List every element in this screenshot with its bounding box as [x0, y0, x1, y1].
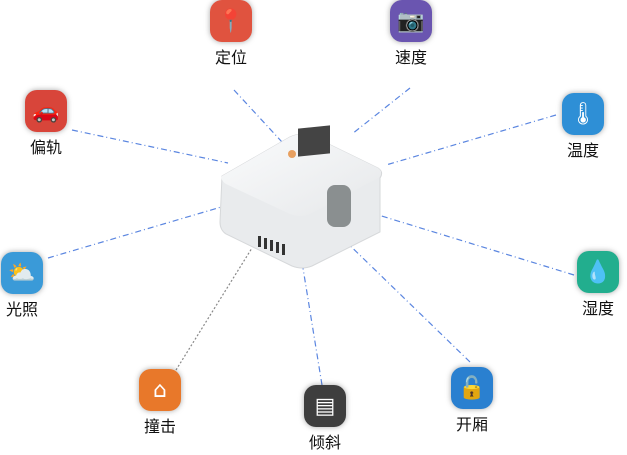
- node-label: 光照: [5, 300, 38, 319]
- line-guangzhao: [47, 204, 229, 259]
- line-kaixiang: [335, 231, 471, 363]
- line-piangui: [71, 129, 229, 164]
- node-label: 倾斜: [308, 433, 341, 452]
- node-label: 湿度: [581, 299, 614, 318]
- node-label: 开厢: [455, 415, 488, 434]
- line-shidu: [361, 209, 575, 276]
- node-label: 温度: [566, 141, 599, 160]
- thermometer-icon: 🌡: [562, 93, 604, 135]
- node-dingwei: 📍 定位: [201, 0, 261, 68]
- camera-icon: 📷: [390, 0, 432, 42]
- node-sudu: 📷 速度: [381, 0, 441, 68]
- house-impact-icon: ⌂: [139, 369, 181, 411]
- node-shidu: 💧 湿度: [568, 251, 627, 319]
- node-label: 撞击: [143, 417, 176, 436]
- garage-car-icon: 🚗: [25, 90, 67, 132]
- node-guangzhao: ⛅ 光照: [0, 252, 52, 320]
- sun-cloud-icon: ⛅: [1, 252, 43, 294]
- map-pin-icon: 📍: [210, 0, 252, 42]
- side-slot: [327, 185, 351, 227]
- tilt-grid-icon: ▤: [304, 385, 346, 427]
- node-zhuangji: ⌂ 撞击: [130, 369, 190, 437]
- line-sudu: [351, 87, 411, 135]
- node-label: 定位: [214, 48, 247, 67]
- qr-code: [298, 125, 330, 157]
- node-wendu: 🌡 温度: [553, 93, 613, 161]
- led-indicator: [288, 150, 296, 158]
- node-kaixiang: 🔓 开厢: [442, 367, 502, 435]
- node-label: 偏轨: [29, 138, 62, 157]
- unlock-icon: 🔓: [451, 367, 493, 409]
- vent-slots: [258, 236, 285, 255]
- node-label: 速度: [394, 48, 427, 67]
- node-qingxie: ▤ 倾斜: [295, 385, 355, 453]
- line-dingwei: [233, 89, 283, 143]
- node-piangui: 🚗 偏轨: [16, 90, 76, 158]
- line-wendu: [385, 114, 557, 166]
- water-drop-icon: 💧: [577, 251, 619, 293]
